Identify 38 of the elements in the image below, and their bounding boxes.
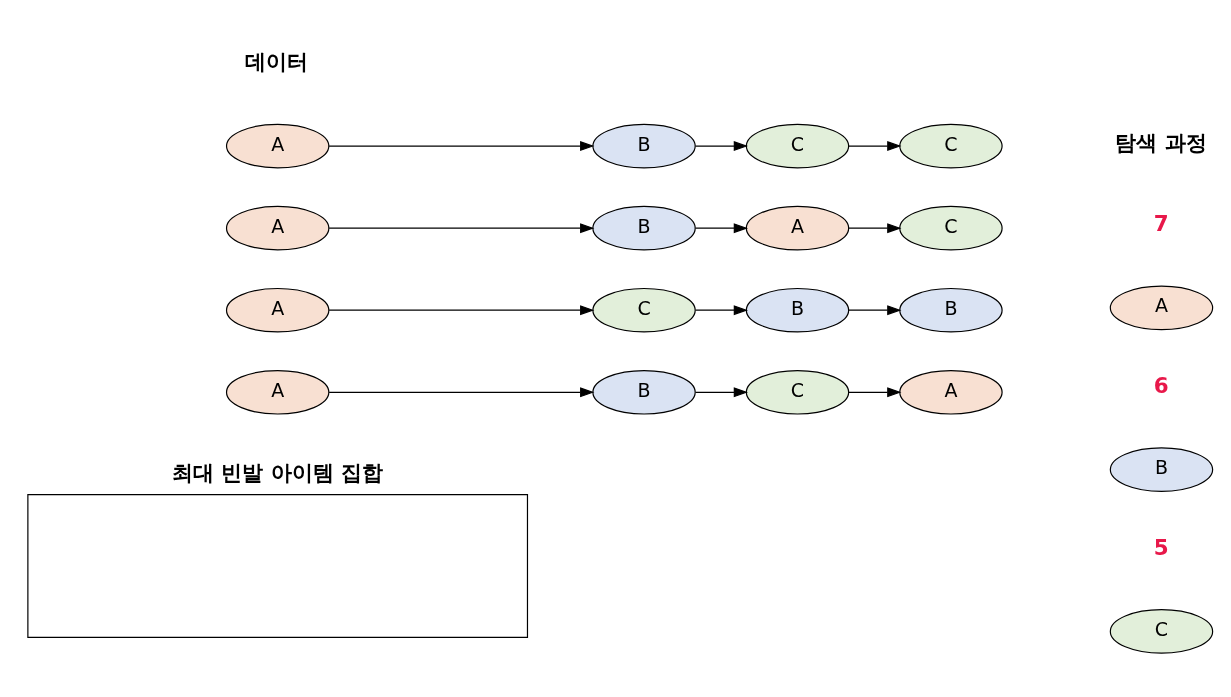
arrow bbox=[848, 305, 902, 316]
arrow bbox=[694, 141, 749, 152]
node-ellipse: C bbox=[745, 369, 850, 415]
arrow bbox=[328, 141, 595, 152]
node-label: 6 bbox=[1153, 372, 1169, 398]
node-label: 최대 빈발 아이템 집합 bbox=[171, 459, 384, 485]
node-ellipse: C bbox=[592, 287, 696, 333]
arrow bbox=[694, 387, 749, 398]
label: 데이터 bbox=[244, 49, 308, 75]
arrow bbox=[328, 387, 595, 398]
node-ellipse: C bbox=[899, 205, 1003, 251]
node-ellipse: A bbox=[745, 205, 850, 251]
node-ellipse: C bbox=[745, 123, 850, 169]
node-box bbox=[27, 494, 529, 638]
arrow bbox=[694, 223, 749, 234]
node-ellipse: A bbox=[225, 123, 330, 169]
arrow bbox=[848, 223, 902, 234]
node-ellipse: A bbox=[225, 369, 330, 415]
arrow bbox=[328, 305, 595, 316]
node-ellipse: B bbox=[592, 369, 696, 415]
node-ellipse: A bbox=[1109, 285, 1214, 331]
label: 탐색 과정 bbox=[1115, 130, 1207, 156]
node-label: 7 bbox=[1153, 210, 1169, 236]
arrow bbox=[848, 387, 902, 398]
node-ellipse: B bbox=[1109, 447, 1214, 492]
node-ellipse: B bbox=[899, 287, 1003, 333]
arrow bbox=[694, 305, 749, 316]
node-ellipse: C bbox=[899, 123, 1003, 169]
node-ellipse: B bbox=[745, 287, 850, 333]
node-ellipse: A bbox=[899, 369, 1003, 415]
node-ellipse: A bbox=[225, 287, 330, 333]
node-ellipse: B bbox=[592, 123, 696, 169]
node-label: 5 bbox=[1153, 534, 1169, 560]
arrow bbox=[328, 223, 595, 234]
node-ellipse: A bbox=[225, 205, 330, 251]
arrow bbox=[848, 141, 902, 152]
node-ellipse: C bbox=[1109, 609, 1214, 654]
node-ellipse: B bbox=[592, 205, 696, 251]
